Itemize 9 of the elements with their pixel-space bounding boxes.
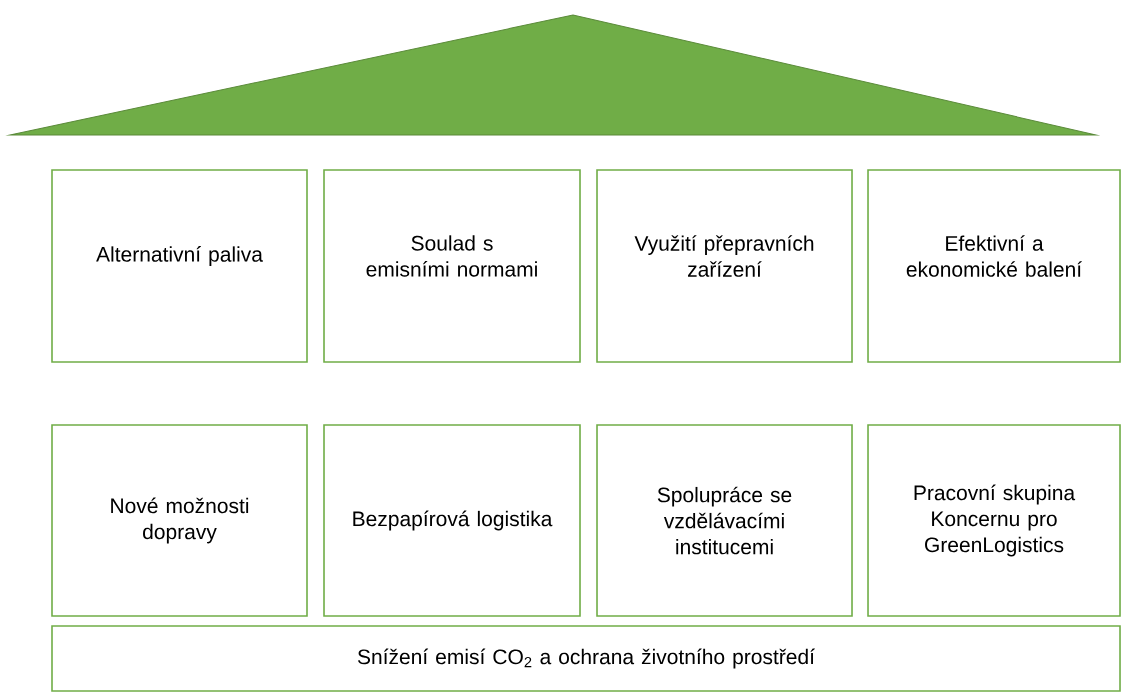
text-box: Nové možnosti dopravy: [51, 424, 308, 617]
text-box: Pracovní skupina Koncernu pro GreenLogistics: [867, 424, 1121, 617]
text-box: Snížení emisí CO$_{2}$ a ochrana životního prostředí: [51, 625, 1121, 692]
text-box: Soulad s emisními normami: [323, 169, 581, 363]
text-box: Efektivní a ekonomické balení: [867, 169, 1121, 363]
text-box: Využití přepravních zařízení: [596, 169, 853, 363]
text-box: Spolupráce se vzdělávacími institucemi: [596, 424, 853, 617]
text-box: Alternativní paliva: [51, 169, 308, 363]
text-box: Bezpapírová logistika: [323, 424, 581, 617]
